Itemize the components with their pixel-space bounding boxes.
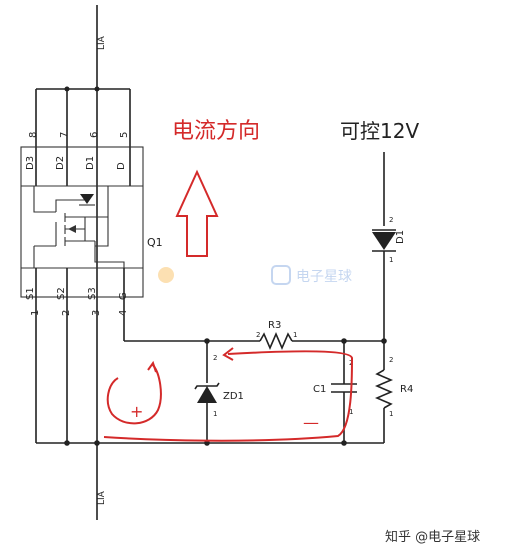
pin-label-s3: S3 [87,287,98,300]
junction-dot [64,440,70,446]
pin-number-3: 3 [91,310,102,316]
capacitor-c1 [331,341,357,443]
pin-label-d2: D2 [55,156,66,170]
pin-label-s1: S1 [25,287,36,300]
resistor-r4 [374,341,394,443]
watermark-app-icon [271,265,291,285]
supply-label: 可控12V [340,119,419,143]
loop-annotation [106,363,162,425]
current-direction-arrow [175,169,219,257]
watermark-logo-icon [158,267,174,283]
watermark-text: 电子星球 [296,269,352,285]
zd1-pin-top: 2 [213,354,217,362]
zener-diode-zd1 [194,341,220,443]
c1-pin-bottom: 1 [349,408,353,416]
mosfet-symbol [33,186,125,268]
plus-sign: + [130,402,143,421]
mosfet-package [20,146,144,298]
loop-arrowhead [147,360,157,373]
net-label-top: LIA [97,35,107,50]
d1-pin-bottom: 1 [389,256,393,264]
r3-pin-left: 2 [256,331,260,339]
r4-label: R4 [400,384,413,395]
footer-credit: 知乎 @电子星球 [385,529,480,545]
junction-dot [64,86,70,92]
junction-dot [94,440,100,446]
pin-number-7: 7 [59,132,70,138]
pin-number-1: 1 [30,310,41,316]
pin-number-6: 6 [89,132,100,138]
pin-label-d3: D3 [25,156,36,170]
resistor-r3 [259,331,293,351]
pin-number-8: 8 [28,132,39,138]
mosfet-label: Q1 [147,236,163,249]
pin-number-5: 5 [119,132,130,138]
junction-dot [94,86,100,92]
watermark: 电子星球 [158,265,352,285]
current-direction-label: 电流方向 [172,119,260,144]
diode-d1 [372,229,396,252]
r3-pin-right: 1 [293,331,297,339]
pin-number-4: 4 [118,310,129,316]
r4-pin-top: 2 [389,356,393,364]
junction-dot [341,440,347,446]
pin-label-d1: D1 [85,156,96,170]
current-path-annotation [103,350,354,442]
current-path-arrowhead [222,347,234,361]
zd1-label: ZD1 [223,391,244,402]
r4-pin-bottom: 1 [389,410,393,418]
d1-label: D1 [395,230,406,244]
net-label-bottom: LIA [97,490,107,505]
c1-label: C1 [313,384,326,395]
pin-label-d: D [116,162,127,170]
zd1-pin-bottom: 1 [213,410,217,418]
pin-number-2: 2 [61,310,72,316]
r3-label: R3 [268,320,281,331]
pin-label-s2: S2 [56,287,67,300]
minus-sign: — [303,413,319,432]
d1-pin-top: 2 [389,216,393,224]
